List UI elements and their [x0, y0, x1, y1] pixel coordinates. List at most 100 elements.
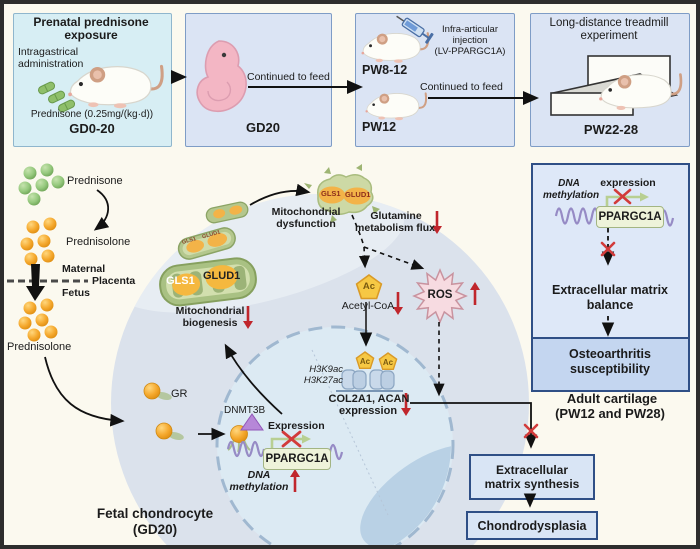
ecm-synthesis-line2: matrix synthesis	[484, 477, 580, 491]
panel-adult-cartilage-bottom	[531, 337, 690, 392]
gr-complex-1	[143, 382, 172, 400]
mouse-body	[600, 74, 672, 109]
mouse-ear-inner	[381, 95, 388, 102]
box2-feed-label: Continued to feed	[247, 71, 330, 83]
box1-stage: GD0-20	[69, 121, 115, 136]
arrow-across-placenta	[26, 264, 45, 301]
box1-title-line1: Prenatal prednisone	[33, 15, 149, 29]
red-x-ecm-block	[523, 423, 539, 439]
mouse-eye	[369, 44, 372, 48]
maternal-label: Maternal	[62, 263, 106, 275]
dna-methylation-line2: methylation	[229, 481, 289, 493]
red-x-expression	[281, 430, 302, 448]
cell-caption-line1: Fetal chondrocyte	[96, 506, 214, 521]
box1-dose: Prednisone (0.25mg/(kg·d))	[30, 109, 154, 120]
dna-coil-right	[328, 443, 344, 461]
syringe-needle	[396, 15, 405, 22]
fetus-illustration	[196, 40, 247, 113]
box3-feed-label: Continued to feed	[420, 81, 503, 93]
box1-admin-line1: Intragastrical	[18, 46, 79, 58]
dashed-mito-to-acetylcoa	[351, 214, 371, 269]
prednisolone-label: Prednisolone	[66, 236, 131, 248]
arrow-gene-to-biogenesis	[224, 343, 283, 415]
dnmt3b-label: DNMT3B	[224, 405, 266, 416]
box3-injection-line1: Infra-articular	[442, 24, 498, 35]
mouse-foot	[114, 103, 127, 109]
mouse-ear-inner	[93, 70, 102, 80]
adult-ppargc1a-label: PPARGC1A	[598, 211, 662, 223]
prednisone-molecules	[18, 163, 65, 206]
mouse-nose	[599, 97, 603, 101]
mouse-nose	[361, 51, 365, 55]
arrow-down-biogenesis	[243, 306, 253, 329]
histone-ac-label-1: Ac	[359, 357, 371, 366]
mouse-foot	[375, 58, 383, 63]
arrow-up-ros	[470, 282, 480, 305]
col-expression-label: expression	[338, 405, 398, 417]
chondrodysplasia-box: Chondrodysplasia	[466, 511, 598, 540]
col2a1-acan-label: COL2A1, ACAN	[328, 393, 410, 405]
h3k27ac-label: H3K27ac	[303, 375, 343, 386]
arrow-prednisone-to-prednisolone	[93, 189, 110, 231]
syringe-icon	[396, 15, 434, 44]
expression-label: Expression	[268, 420, 325, 432]
dnmt3b-triangle	[240, 413, 264, 431]
arrow-down-glutamine	[432, 211, 442, 234]
mouse-foot	[395, 117, 403, 121]
prednisolone-fetal-label: Prednisolone	[7, 341, 72, 353]
mitochondrion-large	[159, 257, 257, 307]
mouse-nose	[68, 92, 72, 97]
box1-admin-line2: administration	[18, 58, 84, 70]
mouse-illustration	[361, 32, 430, 63]
biogenesis-line1: Mitochondrial	[175, 305, 245, 317]
histone-ac-pentagon-2	[378, 352, 398, 370]
mouse-eye	[608, 88, 612, 92]
mitochondrion-dysfunctional	[304, 164, 380, 223]
syringe-liquid	[404, 20, 418, 32]
arrow-down-col-expression	[401, 393, 411, 416]
dnmt3b-complex	[227, 413, 264, 453]
chondrodysplasia-label: Chondrodysplasia	[477, 518, 587, 533]
dysfunction-line1: Mitochondrial	[271, 206, 341, 218]
ros-label: ROS	[427, 289, 453, 301]
oa-line1: Osteoarthritis	[569, 347, 651, 361]
histone-ac-label-2: Ac	[382, 358, 394, 367]
ros-starburst	[412, 268, 468, 324]
mito-glud1-label: GLUD1	[203, 270, 241, 282]
arrow-to-dysfunction	[249, 183, 311, 206]
mouse-body	[366, 93, 420, 119]
ecm-synthesis-line1: Extracellular	[495, 463, 569, 477]
red-x-adult-expression	[613, 188, 632, 205]
dna-methylation-line1: DNA	[247, 469, 271, 481]
box3-injection-line3: (LV-PPARGC1A)	[434, 46, 506, 57]
mito-gls1-label: GLS1	[166, 275, 195, 287]
adult-dna-line1: DNA	[558, 178, 580, 189]
adult-dna-line2: methylation	[542, 190, 600, 201]
adult-expression-label: expression	[600, 177, 656, 189]
biogenesis-line2: biogenesis	[182, 317, 238, 329]
fetus-eye	[221, 52, 227, 58]
mouse-illustration	[365, 92, 428, 121]
arrow-prednisolone-to-gr	[44, 356, 125, 427]
ppargc1a-label: PPARGC1A	[265, 453, 329, 465]
adult-caption-line2: (PW12 and PW28)	[555, 406, 665, 421]
box3-stage2: PW12	[362, 120, 397, 134]
adult-dna-coil-left	[554, 207, 600, 225]
syringe-plunger	[421, 32, 430, 39]
placenta-label: Placenta	[92, 275, 136, 287]
mouse-foot	[88, 102, 99, 108]
glutamine-line1: Glutamine	[370, 210, 422, 222]
gr-complex-2	[155, 422, 184, 440]
fetus-curl	[207, 81, 232, 102]
dysfunction-line2: dysfunction	[276, 218, 336, 230]
box2-stage: GD20	[246, 120, 280, 135]
box3-injection-line2: injection	[452, 35, 488, 46]
mitochondrion-small	[205, 201, 249, 224]
syringe-plunger-cap	[425, 32, 434, 44]
mouse-body	[69, 66, 152, 106]
glutamine-line2: metabolism flux	[355, 222, 435, 234]
acetyl-coa-pentagon	[355, 274, 383, 300]
ppargc1a-gene-box: PPARGC1A	[263, 448, 331, 470]
red-x-adult-route	[600, 241, 616, 257]
